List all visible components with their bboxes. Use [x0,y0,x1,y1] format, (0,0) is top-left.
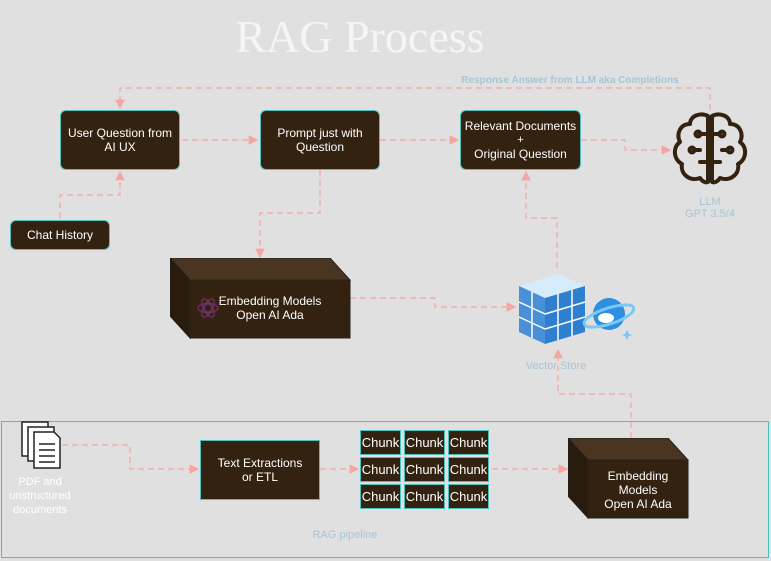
embedding-cube-top [170,258,352,340]
arrow-pdf-to-extract [62,444,200,474]
user-question-label: User Question from AI UX [67,126,173,154]
embedding-bottom-line3: Open AI Ada [604,497,672,511]
relevant-docs-label: Relevant Documents [464,119,577,133]
arrow-docs-to-llm [581,139,672,155]
pdf-line1: PDF and [18,476,62,488]
chat-history-node: Chat History [10,220,110,250]
llm-label: LLM GPT 3.5/4 [670,196,750,220]
chunk-cell: Chunk [448,430,489,455]
embedding-bottom-line1: Embedding [607,469,669,483]
chunk-cell: Chunk [448,484,489,509]
rag-pipeline-container [1,421,769,558]
embedding-top-line2: Open AI Ada [236,308,304,322]
pdf-line2: unstructured [9,490,71,502]
relevant-docs-node: Relevant Documents + Original Question [460,110,581,170]
openai-icon [197,298,219,318]
chunk-cell: Chunk [360,484,401,509]
user-question-node: User Question from AI UX [60,110,180,170]
response-label: Response Answer from LLM aka Completions [461,75,679,86]
brain-icon [673,112,747,185]
vector-store-icon [518,274,635,344]
embedding-top-label: Embedding Models Open AI Ada [205,294,335,322]
text-extraction-node: Text Extractions or ETL [200,440,320,500]
arrow-embedding-to-vector-store [553,348,632,438]
arrow-prompt-to-embedding [255,170,321,259]
page-title: RAG Process [235,11,485,62]
chunk-grid: Chunk Chunk Chunk Chunk Chunk Chunk Chun… [360,430,492,510]
document-stack-icon [21,421,61,469]
relevant-docs-plus: + [517,134,524,146]
vector-store-label: Vector Store [525,360,587,372]
chunk-cell: Chunk [404,430,445,455]
embedding-top-line1: Embedding Models [218,294,322,308]
chunk-cell: Chunk [404,457,445,482]
chunk-cell: Chunk [448,457,489,482]
pipeline-label: RAG pipeline [312,529,378,541]
chunk-cell: Chunk [360,430,401,455]
arrow-llm-to-user [115,87,711,110]
pdf-label: PDF and unstructured documents [0,475,80,517]
llm-name: LLM [699,196,721,208]
arrow-vector-to-docs [521,170,558,268]
embedding-cube-bottom [568,438,690,520]
embedding-bottom-label: Embedding Models Open AI Ada [590,469,686,511]
arrow-embedding-to-vector [350,297,517,312]
prompt-label: Prompt just with Question [277,126,363,154]
prompt-node: Prompt just with Question [260,110,380,170]
llm-version: GPT 3.5/4 [685,208,735,220]
original-question-label: Original Question [474,147,567,161]
chunk-cell: Chunk [360,457,401,482]
chunk-cell: Chunk [404,484,445,509]
arrow-history-to-user [59,170,125,218]
text-extraction-line2: or ETL [241,470,278,484]
text-extraction-line1: Text Extractions [217,456,303,470]
pdf-line3: documents [13,504,67,516]
chat-history-label: Chat History [26,228,94,242]
embedding-bottom-line2: Models [618,483,658,497]
